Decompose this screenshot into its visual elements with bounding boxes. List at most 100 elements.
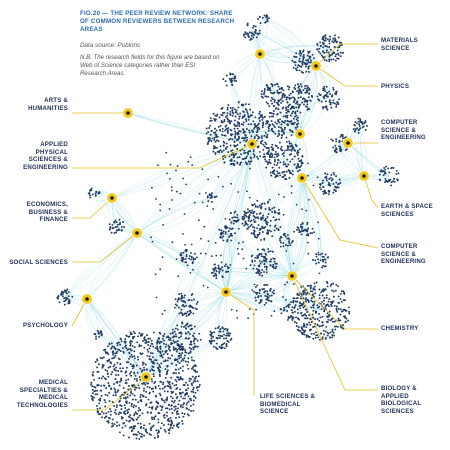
network-edge: [136, 232, 227, 293]
network-edge: [86, 298, 147, 378]
network-edge: [262, 17, 317, 67]
network-edge: [262, 17, 317, 67]
network-edge: [86, 232, 138, 300]
network-edge: [64, 232, 138, 298]
hub-node-core: [314, 64, 318, 68]
node-cluster: [241, 199, 282, 241]
hub-node-core: [126, 111, 130, 115]
node-cluster: [205, 101, 270, 166]
figure-note: N.B. The research fields for this figure…: [80, 54, 220, 77]
node-cluster: [253, 283, 276, 306]
hub-node-core: [346, 141, 350, 145]
network-edge: [136, 197, 213, 234]
network-edge: [127, 112, 253, 145]
network-edge: [291, 177, 305, 277]
node-cluster: [266, 106, 300, 139]
network-edge: [301, 177, 322, 261]
network-edge: [261, 177, 303, 221]
network-edge: [225, 291, 289, 313]
network-edge: [184, 291, 227, 339]
network-edge: [339, 143, 365, 177]
network-edge: [301, 177, 310, 231]
network-edge: [211, 143, 253, 199]
network-edge: [86, 298, 146, 386]
network-edge: [291, 275, 321, 311]
network-edge: [262, 17, 317, 67]
network-edge: [259, 45, 331, 55]
network-edge: [288, 177, 303, 277]
node-cluster: [249, 248, 278, 277]
leader-line: [72, 197, 113, 219]
network-edge: [237, 131, 301, 135]
network-edge: [86, 232, 138, 300]
hub-layer: [81, 48, 370, 383]
node-cluster: [90, 330, 201, 440]
hub-node-core: [110, 196, 114, 200]
node-cluster: [318, 171, 342, 196]
network-edge: [223, 217, 234, 293]
label-life-sciences: LIFE SCIENCES & BIOMEDICAL SCIENCE: [260, 393, 316, 415]
network-edge: [225, 291, 289, 313]
network-edge: [225, 232, 230, 293]
network-edge: [136, 197, 213, 234]
node-cluster: [260, 82, 286, 108]
network-edge: [225, 275, 293, 293]
network-edge: [225, 291, 321, 311]
network-edge: [225, 291, 289, 313]
label-psychology: PSYCHOLOGY: [22, 322, 68, 329]
node-cluster: [290, 280, 351, 341]
node-cluster: [108, 218, 126, 234]
node-cluster: [257, 14, 270, 25]
network-edge: [299, 65, 317, 135]
network-edge: [187, 257, 227, 293]
label-biology: BIOLOGY & APPLIED BIOLOGICAL SCIENCES: [381, 385, 422, 415]
network-edge: [301, 177, 322, 261]
cluster-layer: [56, 14, 400, 440]
network-edge: [250, 30, 317, 67]
node-cluster: [174, 292, 199, 317]
network-edge: [226, 232, 293, 277]
network-edge: [145, 291, 227, 378]
hub-node-core: [224, 290, 228, 294]
network-edge: [136, 143, 253, 234]
label-cs-engineering-1: COMPUTER SCIENCE & ENGINEERING: [381, 119, 426, 141]
network-edge: [136, 197, 213, 234]
network-edge: [251, 53, 261, 145]
hub-node-core: [258, 52, 262, 56]
node-cluster: [169, 321, 202, 355]
network-edge: [145, 337, 221, 378]
network-edge: [251, 53, 262, 145]
node-cluster: [218, 225, 237, 243]
network-edge: [86, 232, 138, 300]
node-cluster: [279, 303, 296, 321]
hub-node-core: [135, 231, 139, 235]
network-edge: [225, 143, 253, 293]
network-edge: [237, 130, 301, 135]
network-edge: [145, 143, 253, 378]
network-edge: [347, 142, 390, 177]
network-edge: [299, 65, 318, 135]
figure-title: FIG.20 — THE PEER REVIEW NETWORK: SHARE …: [80, 10, 235, 33]
hub-node-core: [290, 274, 294, 278]
network-edge: [86, 232, 138, 300]
network-edge: [297, 65, 317, 99]
node-cluster: [243, 22, 261, 41]
network-edge: [251, 143, 293, 277]
network-edge: [225, 291, 321, 311]
network-edge: [187, 257, 227, 293]
network-edge: [225, 275, 293, 293]
network-edge: [261, 219, 293, 277]
network-edge: [251, 143, 293, 277]
node-cluster: [378, 165, 400, 187]
network-edge: [291, 229, 308, 277]
network-edge: [86, 298, 146, 386]
network-edge: [136, 232, 227, 293]
label-materials-science: MATERIALS SCIENCE: [381, 37, 418, 52]
network-edge: [187, 257, 227, 293]
network-edge: [136, 232, 227, 293]
node-cluster: [316, 85, 341, 111]
label-arts-humanities: ARTS & HUMANITIES: [28, 97, 68, 112]
network-edge: [111, 143, 253, 199]
label-cs-engineering-2: COMPUTER SCIENCE & ENGINEERING: [381, 243, 426, 265]
network-edge: [262, 17, 317, 67]
